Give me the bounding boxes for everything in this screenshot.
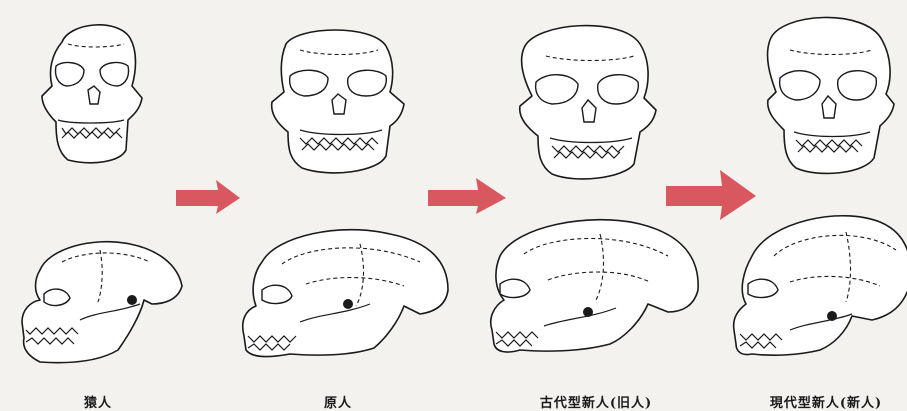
stage-label-3: 古代型新人(旧人) [540,392,652,410]
stage-label-2: 原人 [324,392,352,410]
stage-label-4: 現代型新人(新人) [770,392,882,410]
skull-side-stage-4 [734,216,907,355]
arrow-1 [176,180,240,214]
skull-front-stage-1 [42,25,142,163]
skull-side-stage-2 [243,230,448,357]
skull-side-stage-3 [491,220,698,352]
skull-side-stage-1 [22,242,182,363]
stage-label-1: 猿人 [84,392,112,410]
skull-front-stage-3 [520,26,656,179]
skull-front-stage-4 [768,17,894,173]
skull-front-stage-2 [272,30,404,173]
arrow-2 [428,178,506,214]
arrow-3 [666,170,756,220]
